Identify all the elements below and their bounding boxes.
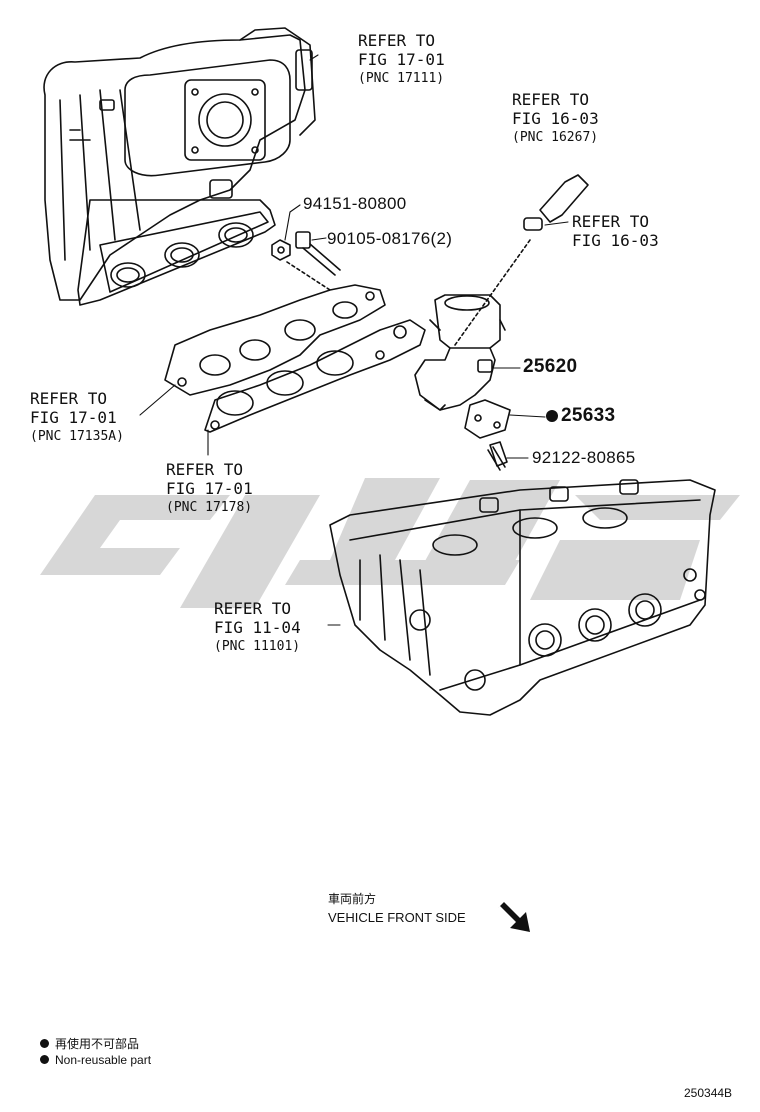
cylinder-head: [329, 479, 716, 716]
refer-label-exhaust-gasket: REFER TO FIG 17-01 (PNC 17178): [166, 460, 253, 517]
intake-gasket: [164, 284, 426, 433]
refer-pnc: (PNC 17111): [358, 71, 445, 86]
refer-line2: FIG 17-01: [358, 50, 445, 69]
figure-id: 250344B: [684, 1086, 733, 1100]
refer-line1: REFER TO: [166, 460, 244, 479]
part-number-stud: 92122-80865: [532, 448, 636, 467]
refer-line2: FIG 17-01: [30, 408, 117, 427]
refer-line1: REFER TO: [572, 212, 650, 231]
refer-label-hose: REFER TO FIG 16-03 (PNC 16267): [512, 90, 599, 147]
refer-label-cylinder-head: REFER TO FIG 11-04 (PNC 11101): [214, 599, 301, 656]
part-number-bolt: 90105-08176(2): [327, 229, 453, 248]
refer-label-intake-manifold: REFER TO FIG 17-01 (PNC 17111): [358, 31, 445, 88]
legend-japanese-text: 再使用不可部品: [55, 1037, 140, 1051]
refer-label-manifold-gasket: REFER TO FIG 17-01 (PNC 17135A): [30, 389, 124, 446]
part-number-nut: 94151-80800: [303, 194, 407, 213]
refer-line2: FIG 16-03: [512, 109, 599, 128]
refer-pnc: (PNC 17135A): [30, 429, 124, 444]
legend-dot-icon: [40, 1039, 49, 1048]
refer-line1: REFER TO: [512, 90, 590, 109]
intake-manifold: [43, 27, 316, 306]
legend-english-text: Non-reusable part: [55, 1053, 152, 1067]
legend-english: Non-reusable part: [40, 1053, 151, 1067]
refer-pnc: (PNC 11101): [214, 639, 301, 654]
refer-label-clamp: REFER TO FIG 16-03: [572, 212, 659, 250]
vacuum-hose: [523, 174, 589, 231]
refer-pnc: (PNC 16267): [512, 130, 599, 145]
legend-japanese: 再使用不可部品: [40, 1035, 139, 1052]
refer-line2: FIG 16-03: [572, 231, 659, 250]
refer-pnc: (PNC 17178): [166, 500, 253, 515]
nut-and-bolt: [271, 231, 341, 291]
direction-english: VEHICLE FRONT SIDE: [328, 910, 466, 925]
direction-japanese: 車両前方: [328, 892, 377, 906]
part-number-egr-valve: 25620: [523, 356, 578, 377]
part-number-gasket-text: 25633: [561, 405, 616, 426]
watermark: [40, 478, 740, 608]
refer-line2: FIG 11-04: [214, 618, 301, 637]
refer-line2: FIG 17-01: [166, 479, 253, 498]
refer-line1: REFER TO: [358, 31, 436, 50]
front-direction-arrow-icon: [498, 902, 530, 932]
legend-dot-icon: [40, 1055, 49, 1064]
egr-valve: [414, 239, 531, 471]
part-number-gasket: 25633: [546, 405, 615, 427]
refer-line1: REFER TO: [214, 599, 292, 618]
non-reusable-marker-icon: [546, 410, 558, 422]
leader-lines: [139, 54, 569, 626]
refer-line1: REFER TO: [30, 389, 108, 408]
